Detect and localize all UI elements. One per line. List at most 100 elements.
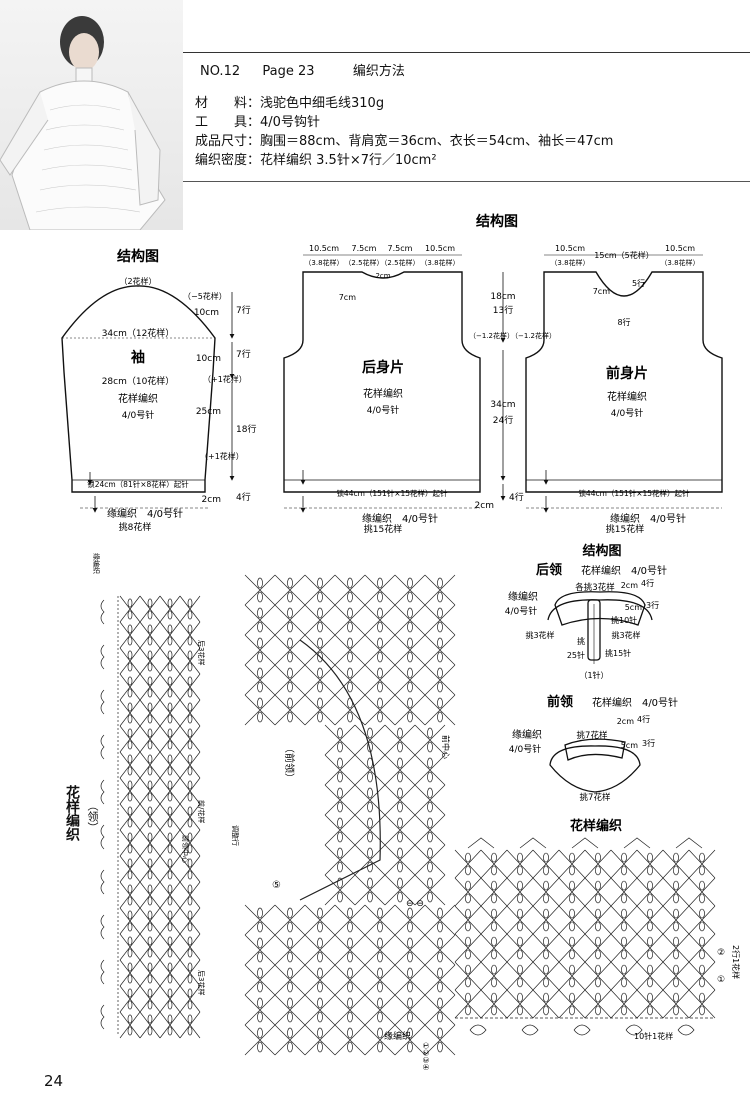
front-neck-rows2: 8行 — [617, 317, 630, 327]
left-chart-r1: 后3花样 — [197, 640, 206, 665]
front-collar-title: 前领 — [547, 694, 573, 710]
sleeve-top-width: （2花样） — [119, 276, 156, 286]
back-m3: 7.5cm — [388, 244, 413, 253]
right-row-2: ② — [717, 948, 725, 958]
sleeve-start: 锁24cm（81针×8花样）起针 — [87, 479, 189, 489]
sleeve-cap-rows: 7行 — [236, 304, 251, 316]
back-name: 后身片 — [362, 359, 404, 376]
page-number: 24 — [44, 1072, 64, 1090]
front-p1: （3.8花样） — [550, 258, 589, 267]
front-pick: 挑15花样 — [606, 523, 644, 535]
model-photo — [0, 0, 183, 230]
back-collar-edge: 缘编织 — [508, 590, 538, 603]
back-p2: （2.5花样） — [344, 258, 383, 267]
center-dec-left: （−1.2花样） — [469, 331, 514, 340]
back-collar-pick15: 挑15针 — [605, 648, 631, 658]
model-illustration — [0, 16, 166, 230]
sleeve-rib-rows: 4行 — [236, 491, 251, 503]
gauge-line: 编织密度：花样编织 3.5针×7行／10cm² — [195, 152, 437, 170]
center-arm-rows: 13行 — [493, 304, 513, 316]
tool-label: 工 具： — [195, 115, 261, 130]
sleeve-inc-2: （+1花样） — [200, 451, 244, 461]
center-body-rows: 24行 — [493, 414, 513, 426]
front-dimension-marks: 10.5cm 15cm（5花样） 10.5cm （3.8花样） （3.8花样） — [544, 244, 703, 267]
sleeve-cap-height: 10cm — [194, 308, 219, 318]
left-chart-r4: 后3花样 — [197, 970, 206, 995]
right-edge-label: 缘编织 — [384, 1030, 411, 1042]
collar-title: 结构图 — [582, 543, 621, 559]
front-collar-r1: 4行 — [637, 714, 650, 724]
header-box — [183, 52, 750, 182]
front-collar-shape — [549, 738, 641, 793]
tool-value: 4/0号钩针 — [260, 115, 320, 130]
back-collar-r1: 4行 — [641, 578, 654, 588]
sleeve-inc-1: （+1花样） — [203, 374, 247, 384]
back-m1: 10.5cm — [309, 244, 339, 253]
center-body-height: 34cm — [490, 400, 515, 410]
material-value: 浅驼色中细毛线310g — [260, 96, 385, 111]
back-collar-one: （1针） — [579, 670, 608, 680]
center-arm-height: 18cm — [490, 292, 515, 302]
front-neck-rows1: 5行 — [632, 278, 645, 288]
method-title: 编织方法 — [352, 64, 405, 79]
gauge-label: 编织密度： — [195, 153, 261, 168]
front-neck-label: （前领） — [283, 743, 296, 783]
back-collar-r2: 3行 — [646, 600, 659, 610]
front-m1: 10.5cm — [555, 244, 585, 253]
back-p3: （2.5花样） — [380, 258, 419, 267]
back-collar-pick3l: 挑3花样 — [525, 630, 554, 640]
size-value: 胸围＝88cm、背肩宽＝36cm、衣长＝54cm、袖长＝47cm — [260, 134, 614, 149]
left-chart-top: 缘编织 — [92, 553, 101, 574]
back-pick: 挑15花样 — [364, 523, 402, 535]
front-edge: 缘编织 4/0号针 — [610, 512, 686, 525]
back-collar-shape — [547, 591, 653, 664]
back-edge: 缘编织 4/0号针 — [362, 512, 438, 525]
collar-stitch-chart — [100, 595, 201, 1039]
header-title-line: NO.12 Page 23 编织方法 — [200, 63, 405, 81]
sleeve-mid-rows: 7行 — [236, 348, 251, 360]
front-m2: 15cm（5花样） — [594, 250, 653, 260]
front-collar-h1: 2cm — [617, 717, 634, 726]
front-collar-pick7: 挑7花样 — [580, 792, 611, 803]
center-dec-right: （−1.2花样） — [511, 331, 556, 340]
front-needle: 4/0号针 — [611, 407, 644, 419]
right-row-1: ① — [717, 975, 725, 985]
sleeve-pick: 挑8花样 — [119, 521, 152, 533]
right-chart-title: 花样编织 — [570, 818, 622, 834]
back-collar-pick25: 25针 — [567, 650, 585, 660]
front-m3: 10.5cm — [665, 244, 695, 253]
mid-arrows: ⊖ ⊖ — [406, 899, 424, 909]
sleeve-mid-height: 10cm — [196, 354, 221, 364]
sleeve-cap-dec: （−5花样） — [183, 291, 227, 301]
sleeve-edge: 缘编织 4/0号针 — [107, 507, 183, 520]
back-collar-pick3r: 挑3花样 — [611, 630, 640, 640]
left-chart-sub: （领） — [86, 800, 99, 833]
right-edge-nums: ①②③④ — [421, 1042, 430, 1071]
structure-title: 结构图 — [476, 213, 518, 230]
front-collar-sub: 花样编织 4/0号针 — [592, 696, 678, 709]
sleeve-title: 结构图 — [117, 248, 159, 265]
back-collar-needle: 4/0号针 — [505, 605, 538, 617]
size-line: 成品尺寸：胸围＝88cm、背肩宽＝36cm、衣长＝54cm、袖长＝47cm — [195, 133, 613, 151]
material-line: 材 料：浅驼色中细毛线310g — [195, 95, 384, 113]
back-collar-pick10: 挑10针 — [611, 615, 637, 625]
center-rib-rows: 4行 — [509, 491, 524, 503]
pattern-number: NO.12 — [200, 64, 241, 79]
sleeve-needle: 4/0号针 — [122, 409, 155, 421]
front-collar-edge: 缘编织 — [512, 728, 542, 741]
material-label: 材 料： — [195, 96, 261, 111]
back-neck-d: 7cm — [339, 293, 356, 302]
front-collar-needle: 4/0号针 — [509, 743, 542, 755]
front-start: 锁44cm（151针×15花样）起针 — [578, 488, 690, 498]
back-m4: 10.5cm — [425, 244, 455, 253]
tool-line: 工 具：4/0号钩针 — [195, 114, 320, 132]
back-collar-pick-c: 挑 — [577, 636, 585, 646]
back-collar-title: 后领 — [536, 562, 562, 578]
sleeve-name: 袖 — [131, 349, 145, 366]
front-p3: （3.8花样） — [660, 258, 699, 267]
back-collar-h1: 2cm — [621, 581, 638, 590]
back-collar-sub: 花样编织 4/0号针 — [581, 564, 667, 577]
back-m2: 7.5cm — [352, 244, 377, 253]
front-collar-r2: 3行 — [642, 738, 655, 748]
front-neck-stitch-chart — [244, 574, 456, 1056]
